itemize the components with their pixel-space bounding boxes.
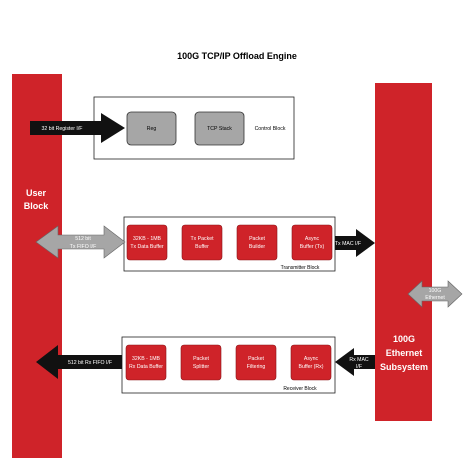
diagram-title: 100G TCP/IP Offload Engine [177, 51, 297, 61]
rx-data-buffer-line1: 32KB - 1MB [132, 356, 161, 362]
packet-splitter [180, 344, 222, 381]
tx-data-buffer-line2: Tx Data Buffer [130, 244, 164, 250]
async-buffer-rx [290, 344, 332, 381]
tx-data-buffer [126, 224, 168, 261]
packet-filtering-line1: Packet [248, 356, 264, 362]
ethernet-subsystem-block [375, 83, 432, 421]
receiver-block-label: Receiver Block [283, 386, 317, 392]
async-buffer-tx-line2: Buffer (Tx) [300, 244, 325, 250]
reg-unit [126, 111, 177, 146]
rx-fifo-if-label: 512 bit Rx FIFO I/F [68, 360, 112, 366]
packet-filtering-line2: Filtering [247, 364, 266, 370]
packet-splitter-line1: Packet [193, 356, 209, 362]
tx-packet-buffer [181, 224, 223, 261]
async-buffer-rx-line2: Buffer (Rx) [299, 364, 324, 370]
rx-mac-if-line1: Rx MAC [349, 357, 369, 363]
reg-label: Reg [147, 126, 157, 132]
user-block [12, 74, 62, 458]
register-if-label: 32 bit Register I/F [42, 126, 83, 132]
packet-filtering [235, 344, 277, 381]
ethernet-subsystem-label-line1: 100G [393, 334, 415, 344]
packet-builder-line2: Builder [249, 244, 265, 250]
rx-data-buffer-line2: Rx Data Buffer [129, 364, 163, 370]
tx-fifo-if-line1: 512 bit [75, 236, 91, 242]
rx-mac-if-line2: I/F [356, 364, 362, 370]
ethernet-port-line2: Ethernet [425, 295, 445, 301]
tx-packet-buffer-line2: Buffer [195, 244, 209, 250]
tx-mac-if-label: Tx MAC I/F [335, 241, 361, 247]
user-block-label-line1: User [26, 188, 47, 198]
async-buffer-tx-line1: Async [305, 236, 320, 242]
packet-builder-line1: Packet [249, 236, 265, 242]
tcp-stack-unit [194, 111, 245, 146]
rx-data-buffer [125, 344, 167, 381]
tx-fifo-if-line2: Tx FIFO I/F [70, 244, 97, 250]
register-if-arrow [30, 113, 125, 143]
control-block-label: Control Block [255, 126, 286, 132]
transmitter-block-label: Transmitter Block [281, 265, 320, 271]
packet-splitter-line2: Splitter [193, 364, 209, 370]
packet-builder [236, 224, 278, 261]
tx-mac-if-arrow [335, 229, 375, 257]
ethernet-port-arrow [407, 280, 463, 308]
rx-mac-if-arrow [335, 348, 375, 376]
user-block-label-line2: Block [24, 201, 50, 211]
tx-fifo-if-arrow [35, 225, 126, 259]
rx-fifo-if-arrow [36, 345, 122, 379]
ethernet-subsystem-label-line3: Subsystem [380, 362, 428, 372]
tcp-stack-label: TCP Stack [207, 126, 232, 132]
async-buffer-rx-line1: Async [304, 356, 319, 362]
async-buffer-tx [291, 224, 333, 261]
tx-packet-buffer-line1: Tx Packet [190, 236, 214, 242]
tx-data-buffer-line1: 32KB - 1MB [133, 236, 162, 242]
ethernet-subsystem-label-line2: Ethernet [386, 348, 423, 358]
ethernet-port-line1: 100G [429, 288, 442, 294]
